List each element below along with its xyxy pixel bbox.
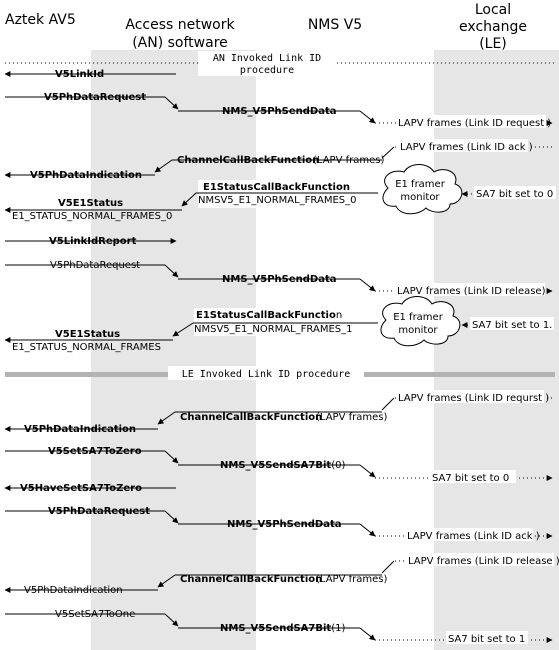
arrow-sendata-1-bend — [359, 110, 376, 124]
label-callback-1b: (LAPV frames) — [313, 155, 384, 166]
label-e1cb-1-sub: NMSV5_E1_NORMAL_FRAMES_0 — [198, 195, 356, 206]
label-lapv-release-1: LAPV frames (Link ID release) — [397, 286, 546, 297]
label-callback-2b: (LAPV frames) — [316, 412, 387, 423]
label-phdatarequest-1: V5PhDataRequest — [44, 92, 146, 103]
arrow-setsa7zero-bend — [164, 450, 179, 464]
section2-title: LE Invoked Link ID procedure — [182, 369, 351, 380]
label-e1cb-2b: n — [336, 310, 342, 321]
label-callback-3b: (LAPV frames) — [316, 574, 387, 585]
arrow-sendsa7-1-bend — [359, 627, 376, 641]
arrow-lapv-ack-1-bend — [381, 146, 395, 159]
header-an-1: Access network — [125, 17, 235, 33]
cloud-e1-framer-2-text1: E1 framer — [393, 312, 444, 323]
label-e1cb-1-bg — [198, 180, 344, 208]
label-setsa7one: V5SetSA7ToOne — [55, 609, 135, 620]
label-havesetsa7zero: V5HaveSetSA7ToZero — [20, 483, 142, 494]
label-setsa7zero: V5SetSA7ToZero — [48, 446, 142, 457]
label-lapv-request-2-bg — [396, 390, 544, 403]
label-lapv-release-2-bg — [406, 553, 554, 566]
arrow-callback-3-bend — [157, 574, 176, 588]
section1-title-2: procedure — [240, 65, 294, 76]
label-sendsa7-0a: NMS_V5SendSA7Bit — [220, 460, 331, 471]
cloud-e1-framer-2 — [380, 296, 461, 347]
header-an-2: (AN) software — [132, 35, 228, 51]
label-callback-2a: ChannelCallBackFunction — [180, 412, 322, 423]
label-e1cb-2-sub: NMSV5_E1_NORMAL_FRAMES_1 — [194, 324, 352, 335]
label-v5linkid: V5LinkId — [55, 69, 104, 80]
arrow-lapv-release-2-bend — [381, 560, 395, 574]
label-lapv-request-bg — [396, 115, 546, 128]
label-v5e1status-2: V5E1Status — [55, 329, 120, 340]
label-e1cb-2a: E1StatusCallBackFunctio — [196, 310, 336, 321]
label-sa7-1-in: SA7 bit set to 1. — [472, 320, 552, 331]
section1-title-bg — [198, 51, 334, 76]
arrow-phdatarequest-2-bend — [164, 264, 179, 278]
arrow-lapv-request-2-bend — [381, 397, 395, 411]
label-phdatarequest-2: V5PhDataRequest — [50, 260, 140, 271]
label-sendsa7-0b: (0) — [331, 460, 345, 471]
label-sendata-2: NMS_V5PhSendData — [222, 274, 337, 285]
label-phdatarequest-3: V5PhDataRequest — [48, 506, 150, 517]
label-phdataind-2: V5PhDataIndication — [24, 424, 136, 435]
arrow-phdatarequest-3-bend — [164, 510, 179, 524]
label-lapv-ack-1: LAPV frames (Link ID ack ) — [400, 142, 533, 153]
arrow-e1cb-1-bend — [181, 192, 197, 207]
cloud-e1-framer-2-text2: monitor — [398, 325, 438, 336]
label-lapv-release-1-bg — [395, 283, 545, 296]
label-v5e1status-1-sub: E1_STATUS_NORMAL_FRAMES_0 — [12, 211, 172, 222]
arrow-sendsa7-0-bend — [359, 464, 376, 478]
label-lapv-request: LAPV frames (Link ID request ) — [398, 118, 551, 129]
label-lapv-request-2: LAPV frames (Link ID requrst ) — [398, 393, 549, 404]
arrow-callback-2-bend — [157, 411, 176, 425]
label-lapv-ack-1-bg — [398, 139, 528, 152]
label-phdataind-1: V5PhDataIndication — [30, 170, 142, 181]
label-lapv-ack-2: LAPV frames (Link ID ack ) — [407, 531, 540, 542]
header-le-3: (LE) — [479, 36, 507, 52]
label-sendsa7-1a: NMS_V5SendSA7Bit — [220, 623, 331, 634]
label-sa7-0-in-bg — [474, 186, 556, 199]
section1-title-1: AN Invoked Link ID — [213, 53, 321, 64]
header-le-1: Local — [475, 2, 511, 18]
header-aztek: Aztek AV5 — [5, 12, 76, 28]
label-lapv-ack-2-bg — [405, 528, 533, 541]
label-sendata-1: NMS_V5PhSendData — [222, 106, 337, 117]
label-sa7-0-out: SA7 bit set to 0 — [432, 473, 509, 484]
arrow-callback-1-bend — [154, 159, 173, 173]
label-lapv-release-2: LAPV frames (Link ID release ) — [408, 556, 559, 567]
label-sendsa7-1: NMS_V5SendSA7Bit(1) — [220, 623, 345, 634]
arrow-phdatarequest-1-bend — [164, 96, 179, 110]
label-callback-1a: ChannelCallBackFunction — [177, 155, 319, 166]
label-v5e1status-2-sub: E1_STATUS_NORMAL_FRAMES — [12, 342, 161, 353]
label-phdataind-3: V5PhDataIndication — [24, 585, 123, 596]
header-nms: NMS V5 — [308, 17, 362, 33]
label-callback-3a: ChannelCallBackFunction — [180, 574, 322, 585]
header-le-2: exchange — [459, 19, 527, 35]
label-sendata-3: NMS_V5PhSendData — [227, 519, 342, 530]
arrow-e1cb-2-bend — [172, 322, 194, 337]
an-lane — [91, 50, 256, 650]
arrow-sendata-2-bend — [359, 278, 376, 292]
label-sa7-0-in: SA7 bit set to 0 — [476, 189, 553, 200]
label-e1cb-2: E1StatusCallBackFunction — [196, 310, 342, 321]
label-sa7-1-in-bg — [470, 317, 554, 330]
label-sa7-1-out-bg — [446, 631, 528, 644]
label-sendsa7-1b: (1) — [331, 623, 345, 634]
label-sa7-0-out-bg — [430, 470, 516, 483]
label-sendsa7-0: NMS_V5SendSA7Bit(0) — [220, 460, 345, 471]
section2-title-bg — [168, 366, 364, 380]
arrow-sendata-3-bend — [359, 523, 376, 537]
cloud-e1-framer-1-text1: E1 framer — [395, 179, 446, 190]
label-e1cb-2-bg — [194, 308, 346, 336]
label-e1cb-1: E1StatusCallBackFunction — [203, 182, 350, 193]
arrow-setsa7one-bend — [164, 613, 179, 627]
label-sa7-1-out: SA7 bit set to 1 — [448, 634, 525, 645]
label-v5e1status-1: V5E1Status — [58, 198, 123, 209]
label-linkidreport: V5LinkIdReport — [49, 236, 137, 247]
cloud-e1-framer-1-text2: monitor — [400, 192, 440, 203]
